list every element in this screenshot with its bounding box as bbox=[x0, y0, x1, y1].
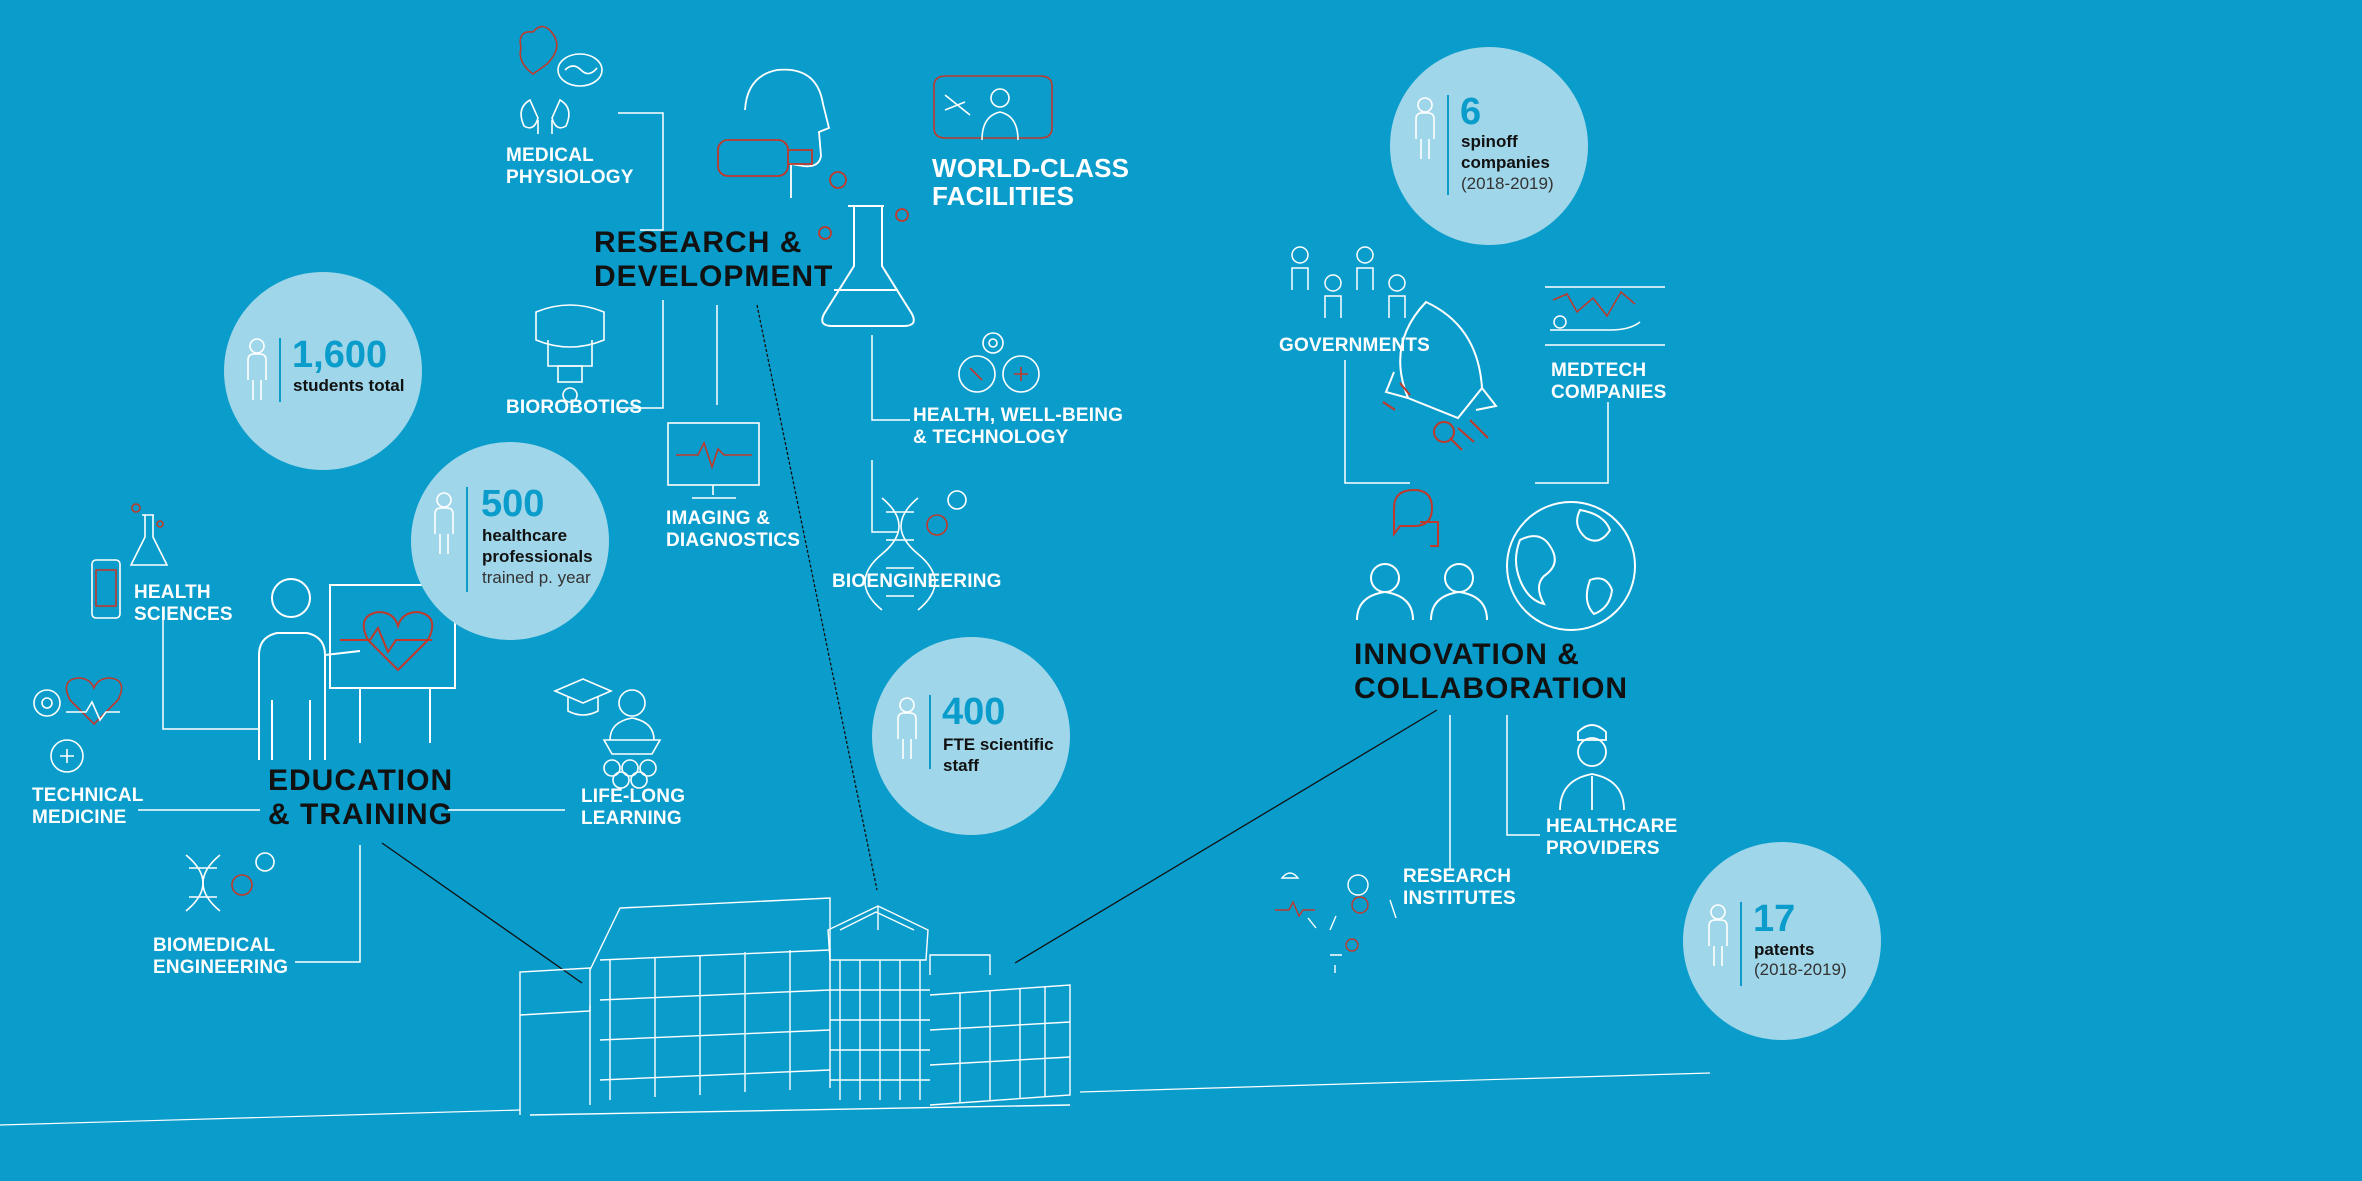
research-development-heading: RESEARCH &DEVELOPMENT bbox=[594, 226, 834, 293]
technical-medicine-icon bbox=[33, 677, 123, 773]
label-imaging-diagnostics: IMAGING &DIAGNOSTICS bbox=[666, 508, 801, 551]
organs-icon bbox=[519, 25, 603, 134]
teacher-heart-icon bbox=[258, 578, 456, 760]
innovation-collaboration-heading: INNOVATION &COLLABORATION bbox=[1354, 638, 1629, 705]
stat-patents-sub: (2018-2019) bbox=[1754, 960, 1847, 979]
medtech-icon bbox=[1545, 286, 1665, 346]
stat-spinoffs-value: 6 bbox=[1460, 91, 1482, 133]
stat-professionals-sub: trained p. year bbox=[482, 568, 591, 587]
surgeon-screen-icon bbox=[933, 75, 1053, 141]
label-biorobotics: BIOROBOTICS bbox=[506, 397, 643, 418]
education-training-heading: EDUCATION& TRAINING bbox=[268, 764, 454, 831]
lab-flask-icon bbox=[821, 205, 915, 327]
monitor-ekg-icon bbox=[667, 422, 760, 499]
stat-patents-value: 17 bbox=[1753, 898, 1796, 940]
chat-people-icon bbox=[1356, 488, 1488, 621]
robot-head-icon bbox=[535, 304, 605, 403]
person-icon bbox=[1708, 904, 1728, 966]
biomedical-dna-icon bbox=[185, 852, 275, 912]
people-group-icon bbox=[1291, 246, 1406, 318]
stat-students-desc: students total bbox=[293, 376, 405, 395]
stat-patents: 17 patents (2018-2019) bbox=[1683, 842, 1881, 1040]
stat-students-value: 1,600 bbox=[292, 334, 388, 376]
person-icon bbox=[434, 492, 454, 554]
stat-patents-desc: patents bbox=[1754, 940, 1815, 959]
stat-professionals-value: 500 bbox=[481, 483, 545, 525]
stat-spinoffs-sub: (2018-2019) bbox=[1461, 174, 1554, 193]
person-icon bbox=[1415, 97, 1435, 159]
label-bioengineering: BIOENGINEERING bbox=[832, 571, 1002, 592]
graduation-icon bbox=[552, 678, 662, 789]
vr-headset-icon bbox=[717, 68, 909, 240]
building-icon bbox=[519, 897, 1071, 1116]
label-governments: GOVERNMENTS bbox=[1279, 335, 1431, 356]
stat-students: 1,600 students total bbox=[224, 272, 422, 470]
stat-staff-value: 400 bbox=[942, 691, 1006, 733]
nurse-icon bbox=[1559, 724, 1625, 811]
label-health-wellbeing-technology: HEALTH, WELL-BEING& TECHNOLOGY bbox=[913, 405, 1124, 448]
smartwatch-icon bbox=[91, 503, 169, 619]
globe-icon bbox=[1506, 501, 1636, 631]
person-icon bbox=[247, 338, 267, 400]
person-icon bbox=[897, 697, 917, 759]
dna-icon bbox=[864, 490, 967, 611]
gears-icon bbox=[958, 332, 1040, 393]
rocket-icon bbox=[1382, 300, 1498, 451]
lab-tools-icon bbox=[1275, 872, 1397, 973]
